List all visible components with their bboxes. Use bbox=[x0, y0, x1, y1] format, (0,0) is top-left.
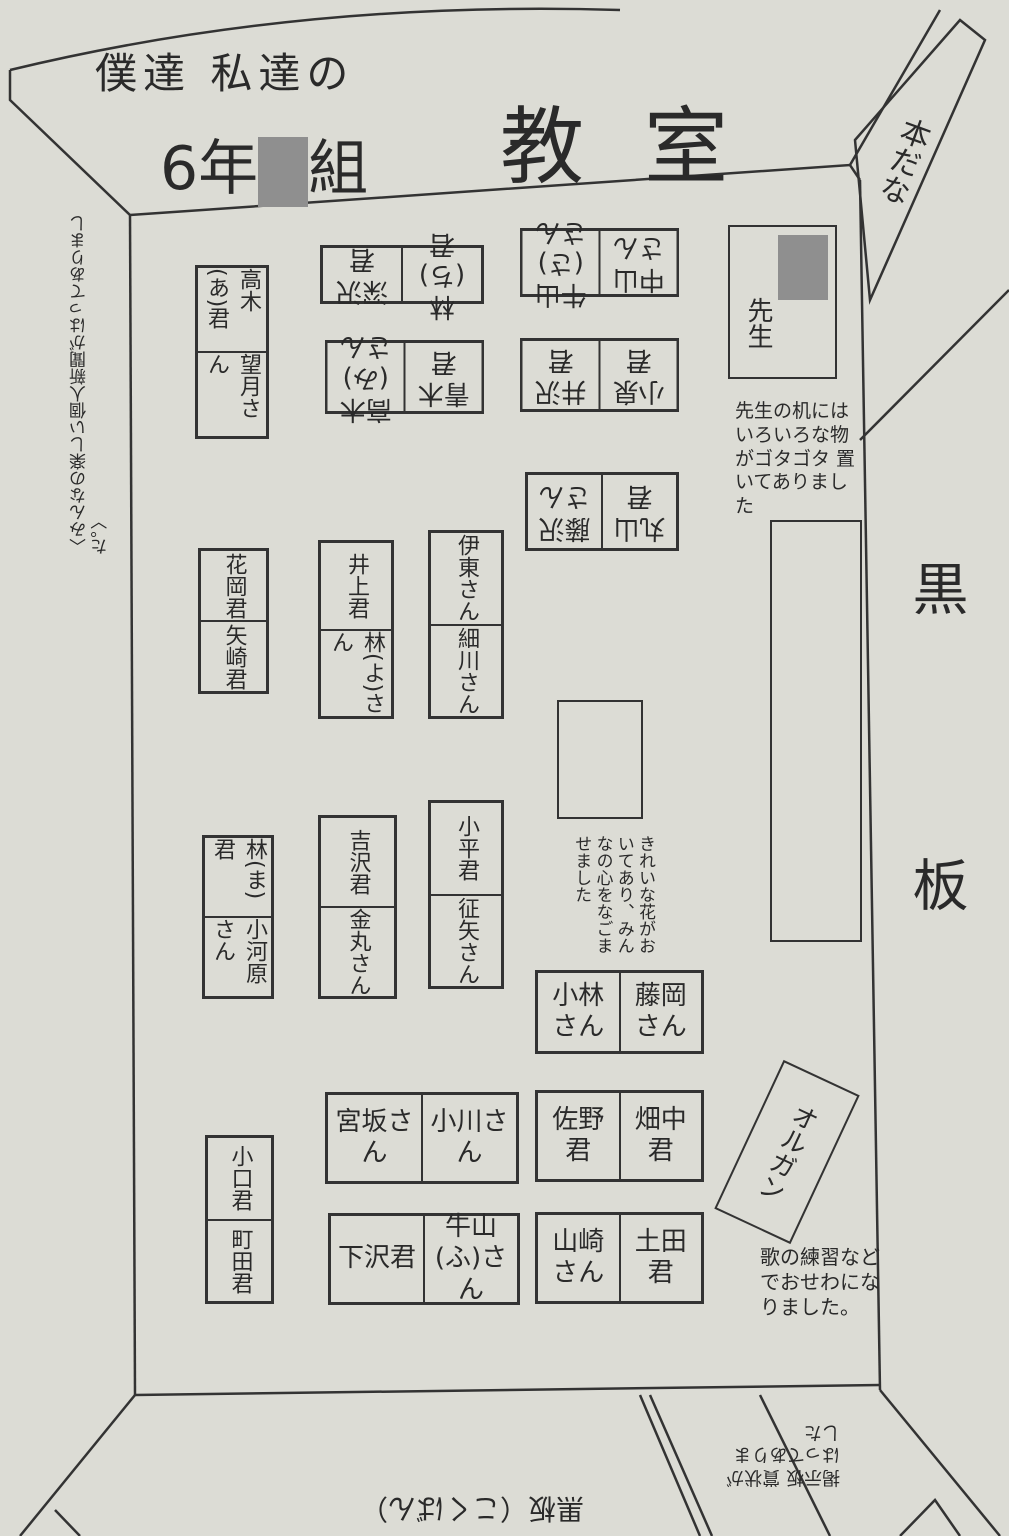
desk-pair: 井上君林(よ)さん bbox=[318, 540, 394, 719]
seat: 高木(あ)君 bbox=[197, 267, 267, 352]
redaction-block bbox=[258, 137, 309, 208]
desk-pair: 下沢君牛山(ふ)さん bbox=[328, 1212, 520, 1305]
desk-pair: 牛山(さ)さん中山さん bbox=[520, 217, 679, 309]
seat: 林(ち)君 bbox=[402, 229, 482, 321]
seat: 牛山(さ)さん bbox=[522, 217, 600, 309]
seat: 青木君 bbox=[404, 342, 482, 412]
seat: 下沢君 bbox=[330, 1215, 424, 1303]
seat: 小林さん bbox=[537, 972, 620, 1052]
seat: 山崎さん bbox=[537, 1214, 620, 1302]
desk-pair: 林(ま)君小河原さん bbox=[202, 835, 274, 999]
seat: 林(ま)君 bbox=[204, 837, 272, 917]
front-table bbox=[770, 520, 862, 942]
seat: 佐野君 bbox=[537, 1092, 620, 1180]
seat: 小川さん bbox=[422, 1094, 517, 1182]
blackboard-label: 黒板 bbox=[903, 560, 968, 1152]
back-strip-note: 掲示板 賞状が はってありました bbox=[726, 1421, 840, 1488]
seat: 花岡君 bbox=[200, 550, 267, 621]
seat: 征矢さん bbox=[430, 894, 502, 987]
seat: 望月さん bbox=[197, 352, 267, 437]
teacher-note: 先生の机には いろいろな物がゴタゴタ 置いてありました bbox=[735, 400, 856, 517]
desk-pair: 井沢君小泉君 bbox=[520, 338, 679, 412]
class-suffix: 組 bbox=[308, 134, 369, 204]
desk-pair: 小平君征矢さん bbox=[428, 800, 504, 989]
seat: 小口君 bbox=[207, 1137, 272, 1220]
seat: 井上君 bbox=[320, 542, 392, 630]
flower-note: きれいな花がおいてあり、みんなの心をなごませました bbox=[571, 835, 655, 954]
seat: 土田君 bbox=[619, 1214, 702, 1302]
back-blackboard-label: 黒板（こくばん） bbox=[360, 1492, 585, 1525]
desk-pair: 山崎さん土田君 bbox=[535, 1212, 704, 1304]
seat: 藤岡さん bbox=[619, 972, 702, 1052]
seat: 宮坂さん bbox=[327, 1094, 422, 1182]
left-wall-note: 〈みんなの楽しい個人新聞がはってありました。〉 bbox=[70, 215, 112, 555]
desk-pair: 高木(み)さん青木君 bbox=[325, 331, 484, 424]
desk-pair: 小口君町田君 bbox=[205, 1135, 274, 1304]
desk-pair: 小林さん藤岡さん bbox=[535, 970, 704, 1054]
seat: 深沢君 bbox=[322, 245, 402, 306]
seat: 畑中君 bbox=[619, 1092, 702, 1180]
seat: 伊東さん bbox=[430, 532, 502, 625]
seat: 吉沢君 bbox=[320, 817, 395, 907]
seat: 小河原さん bbox=[204, 917, 272, 997]
redaction-block bbox=[778, 235, 828, 300]
seat: 牛山(ふ)さん bbox=[424, 1212, 518, 1305]
title-class: 6年組 bbox=[160, 120, 369, 208]
seat: 小泉君 bbox=[599, 340, 677, 410]
organ-label: オルガン bbox=[750, 1098, 823, 1206]
desk-pair: 吉沢君金丸さん bbox=[318, 815, 397, 999]
organ-note: 歌の練習などでおせわになりました。 bbox=[760, 1245, 880, 1319]
seat: 細川さん bbox=[430, 624, 502, 717]
seat: 中山さん bbox=[599, 230, 677, 295]
seat: 矢崎君 bbox=[200, 621, 267, 692]
seat: 井沢君 bbox=[522, 340, 600, 410]
seat: 藤沢さん bbox=[527, 474, 602, 549]
desk-pair: 佐野君畑中君 bbox=[535, 1090, 704, 1182]
title-room: 教室 bbox=[500, 98, 789, 196]
grade-text: 6年 bbox=[160, 134, 259, 204]
title-line1: 僕達 私達の bbox=[95, 49, 355, 98]
desk-pair: 伊東さん細川さん bbox=[428, 530, 504, 719]
seat: 高木(み)さん bbox=[327, 331, 405, 424]
desk-pair: 深沢君林(ち)君 bbox=[320, 229, 484, 321]
desk-pair: 花岡君矢崎君 bbox=[198, 548, 269, 694]
seat: 丸山君 bbox=[602, 474, 677, 549]
flower-table bbox=[557, 700, 643, 819]
seat: 町田君 bbox=[207, 1219, 272, 1302]
desk-pair: 藤沢さん丸山君 bbox=[525, 472, 679, 551]
desk-pair: 高木(あ)君望月さん bbox=[195, 265, 269, 439]
desk-pair: 宮坂さん小川さん bbox=[325, 1092, 519, 1184]
seat: 小平君 bbox=[430, 802, 502, 895]
seat: 林(よ)さん bbox=[320, 629, 392, 717]
teacher-desk-label: 先生 bbox=[743, 297, 773, 349]
seat: 金丸さん bbox=[320, 907, 395, 997]
teacher-desk: 先生 bbox=[728, 225, 837, 379]
